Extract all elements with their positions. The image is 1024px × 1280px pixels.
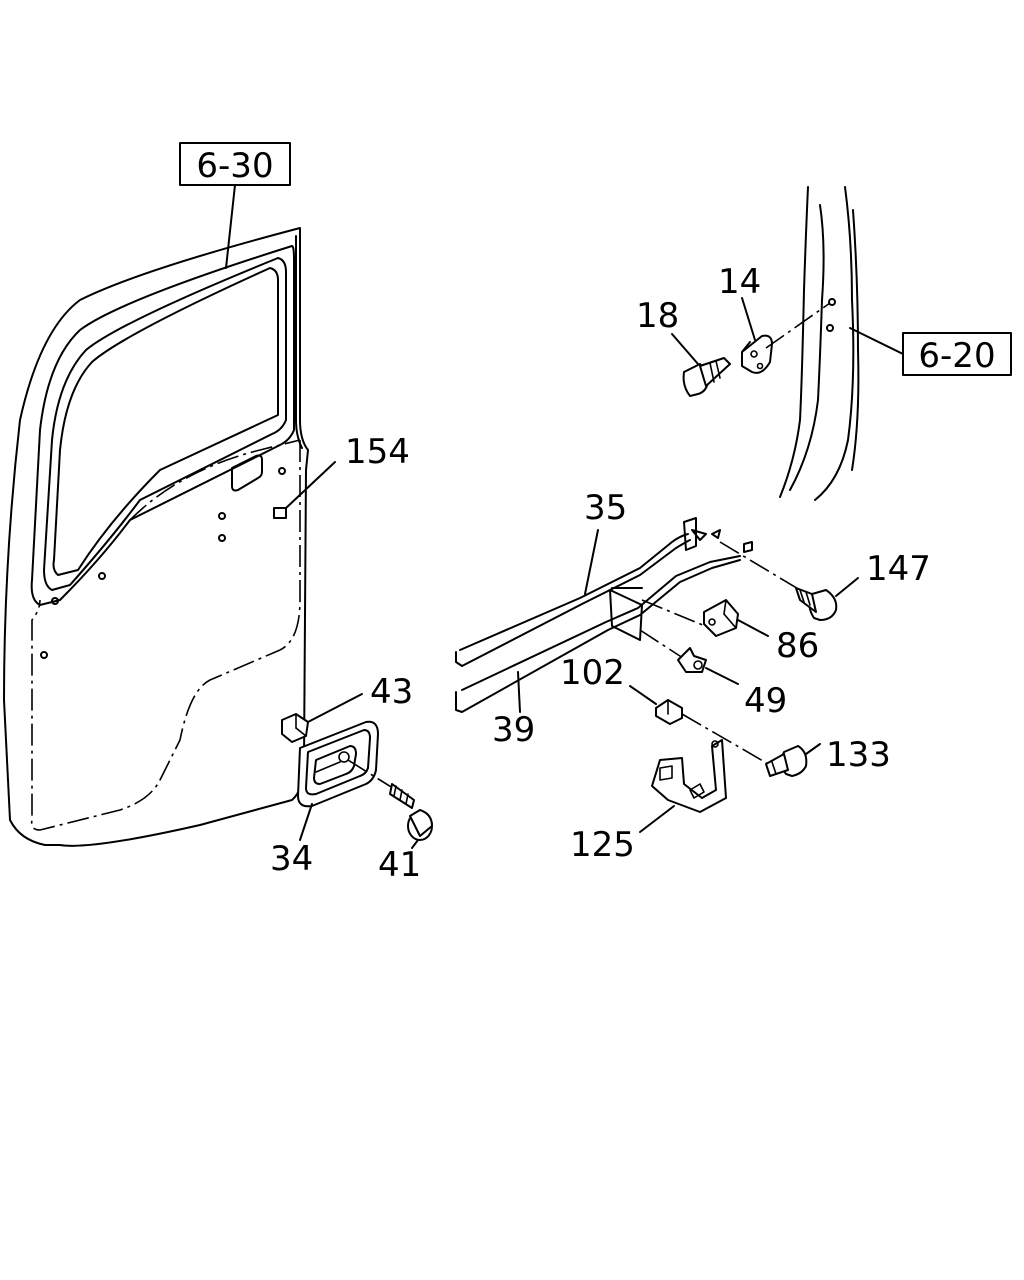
pillar-outline [779, 186, 860, 501]
label-14: 14 [718, 262, 761, 302]
part-125-bracket [651, 739, 727, 813]
label-35: 35 [584, 488, 627, 528]
part-147-bolt [795, 587, 838, 621]
label-39: 39 [492, 710, 535, 750]
part-34-handle-bezel [297, 720, 379, 808]
ref-box-pillar: 6-20 [849, 327, 1012, 376]
label-86: 86 [776, 626, 819, 666]
ref-pillar-text: 6-20 [918, 336, 995, 376]
part-41-screw [347, 759, 433, 841]
part-18-bolt [682, 357, 731, 397]
door-panel [3, 227, 309, 847]
label-125: 125 [570, 825, 635, 865]
label-49: 49 [744, 681, 787, 721]
label-147: 147 [866, 549, 931, 589]
label-43: 43 [370, 672, 413, 712]
label-133: 133 [826, 735, 891, 775]
label-154: 154 [345, 432, 410, 472]
part-35-rod [455, 533, 691, 667]
label-34: 34 [270, 839, 313, 879]
part-102-clip [655, 699, 683, 725]
ref-box-door: 6-30 [179, 142, 291, 269]
label-18: 18 [636, 296, 679, 336]
lock-bracket-plate [609, 517, 753, 641]
part-86-block [703, 599, 739, 637]
part-133-bolt [765, 745, 808, 777]
ref-door-text: 6-30 [196, 146, 273, 186]
part-49-clip [677, 647, 707, 673]
label-102: 102 [560, 653, 625, 693]
part-154-label-plate [273, 507, 287, 519]
label-41: 41 [378, 845, 421, 885]
part-14-striker [741, 334, 773, 374]
part-43-clip [281, 713, 309, 743]
part-39-rod [455, 555, 741, 713]
